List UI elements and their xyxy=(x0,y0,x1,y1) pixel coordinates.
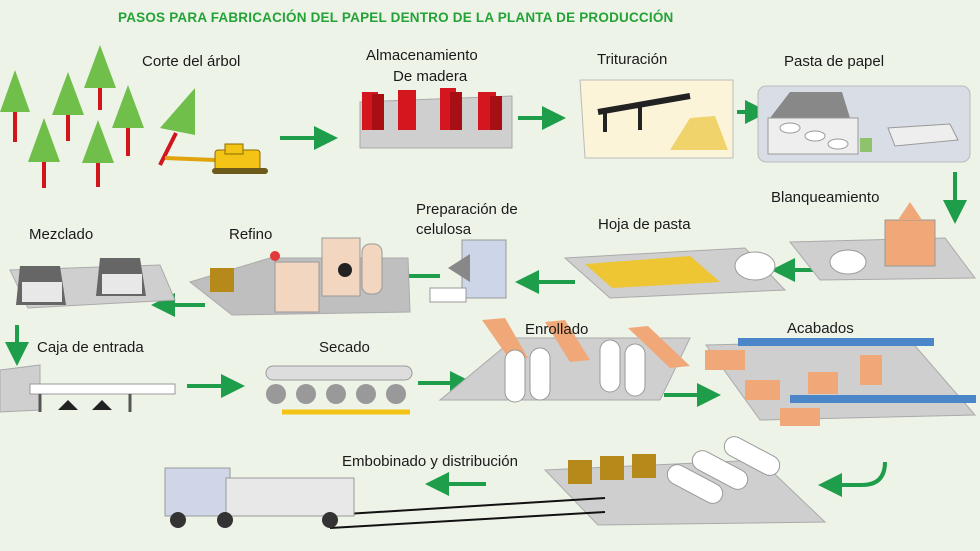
label-preparacion-1: Preparación de xyxy=(416,201,518,218)
label-blanqueamiento: Blanqueamiento xyxy=(771,189,880,206)
rolling-illustration xyxy=(438,318,691,403)
headbox-illustration xyxy=(0,364,176,413)
diagram-title: PASOS PARA FABRICACIÓN DEL PAPEL DENTRO … xyxy=(118,10,674,25)
label-mezclado: Mezclado xyxy=(29,226,94,243)
label-trituracion: Trituración xyxy=(597,51,668,68)
label-acabados: Acabados xyxy=(787,320,854,337)
trees-illustration xyxy=(0,45,195,188)
crusher-illustration xyxy=(579,79,734,159)
cellulose-prep-illustration xyxy=(429,239,507,303)
bleaching-illustration xyxy=(788,202,976,281)
finishing-illustration xyxy=(705,338,977,426)
label-pasta: Pasta de papel xyxy=(784,53,885,70)
label-embobinado: Embobinado y distribución xyxy=(342,453,518,470)
pulp-tank-illustration xyxy=(757,85,971,163)
mixing-illustration xyxy=(9,258,176,309)
label-refino: Refino xyxy=(229,226,273,243)
label-corte: Corte del árbol xyxy=(142,53,241,70)
harvester-machine xyxy=(164,143,268,174)
refining-illustration xyxy=(188,237,411,316)
label-hoja: Hoja de pasta xyxy=(598,216,691,233)
label-almacenamiento-2: De madera xyxy=(393,68,468,85)
log-storage-illustration xyxy=(359,88,513,149)
drying-rollers-illustration xyxy=(265,365,413,415)
label-caja: Caja de entrada xyxy=(37,339,144,356)
label-enrollado: Enrollado xyxy=(525,321,589,338)
pulp-sheet-illustration xyxy=(563,247,787,299)
distribution-illustration xyxy=(164,436,827,529)
label-secado: Secado xyxy=(319,339,370,356)
label-preparacion-2: celulosa xyxy=(416,221,472,238)
curved-arrow xyxy=(818,461,887,497)
label-almacenamiento-1: Almacenamiento xyxy=(366,47,478,64)
